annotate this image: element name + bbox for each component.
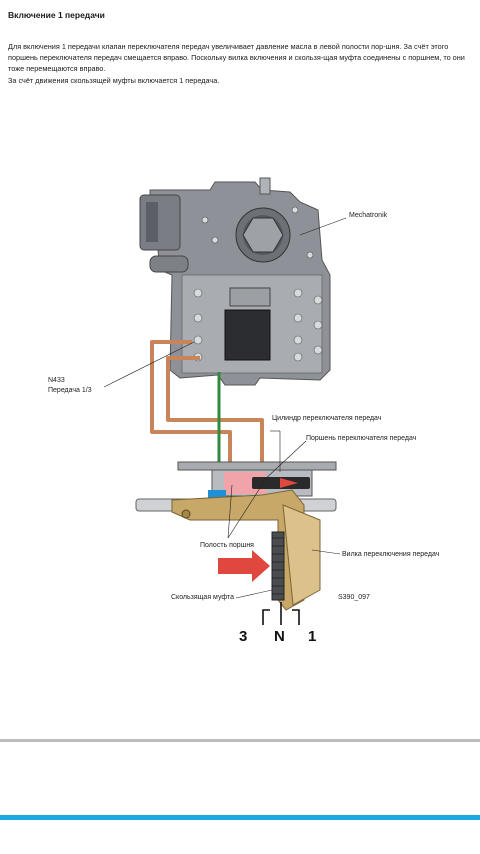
gear-label-3: 3 xyxy=(239,628,248,645)
footer-accent-bar xyxy=(0,815,480,820)
blue-block xyxy=(208,490,226,498)
mechatronik-illustration: Mechatronik N433 Передача 1/3 Цилиндр пе… xyxy=(0,160,480,660)
gear-position-indicator xyxy=(262,602,300,625)
paragraph-1: Для включения 1 передачи клапан переключ… xyxy=(8,42,465,74)
oil-lines xyxy=(150,340,264,470)
piston-arrow xyxy=(280,478,298,488)
label-shift-piston: Поршень переключателя передач xyxy=(306,435,417,442)
gear-label-1: 1 xyxy=(308,628,317,645)
shift-fork xyxy=(171,489,321,611)
callout-lines xyxy=(103,217,347,599)
movement-arrow xyxy=(218,550,270,582)
paragraph-2: За счёт движения скользящей муфты включа… xyxy=(8,75,220,85)
figure-code: S390_097 xyxy=(338,594,370,601)
label-n433: N433 xyxy=(48,377,65,384)
label-shift-fork: Вилка переключения передач xyxy=(342,551,440,558)
page-title: Включение 1 передачи xyxy=(8,10,105,20)
footer-divider xyxy=(0,739,480,742)
mechatronik-housing xyxy=(139,177,331,386)
label-sliding-sleeve: Скользящая муфта xyxy=(171,594,234,601)
body-text: Для включения 1 передачи клапан переключ… xyxy=(8,41,474,86)
label-mechatronik: Mechatronik xyxy=(349,212,388,219)
sliding-sleeve xyxy=(271,531,285,601)
label-piston-cavity: Полость поршня xyxy=(200,542,254,549)
gear-label-n: N xyxy=(274,628,285,645)
mechatronik-diagram xyxy=(103,177,347,625)
label-shift-cylinder: Цилиндр переключателя передач xyxy=(272,415,382,422)
label-gear-1-3: Передача 1/3 xyxy=(48,387,92,394)
cylinder-plate xyxy=(177,461,337,471)
